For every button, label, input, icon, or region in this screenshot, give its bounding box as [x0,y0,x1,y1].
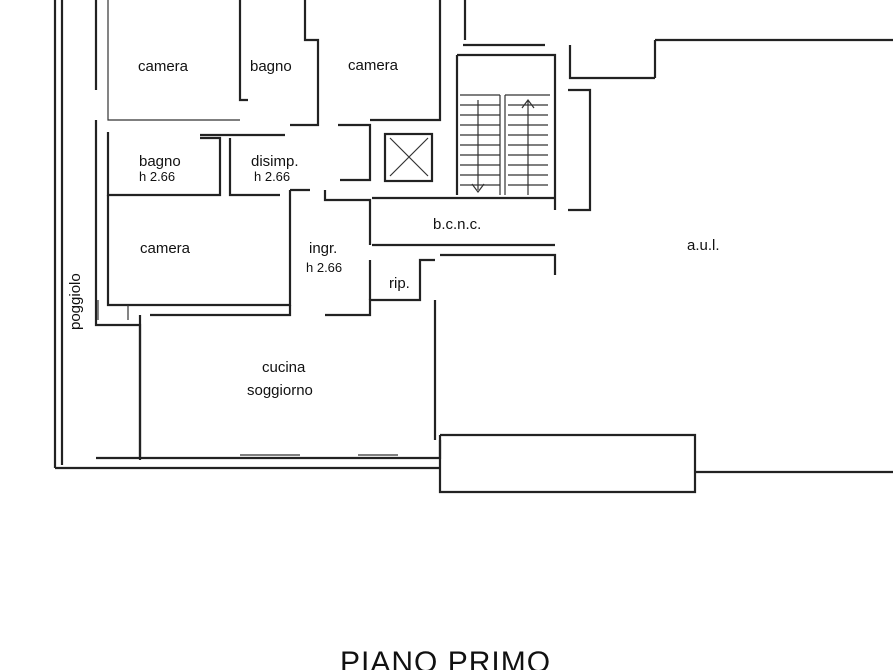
room-bcnc: b.c.n.c. [433,216,481,233]
room-disimp-height: h 2.66 [254,169,290,184]
room-ingr: ingr. [309,240,337,257]
aul-area [438,38,893,494]
room-poggiolo: poggiolo [67,273,84,330]
room-aul: a.u.l. [687,237,720,254]
room-camera-2: camera [348,57,399,74]
room-bagno-2: bagno [139,153,181,170]
room-camera-3: camera [140,240,191,257]
room-bagno-2-height: h 2.66 [139,169,175,184]
room-cucina: cucina [262,359,306,376]
stair-treads [460,95,548,195]
lift-shaft [383,132,434,183]
room-ingr-height: h 2.66 [306,260,342,275]
room-disimp: disimp. [251,153,299,170]
apartment-walls [53,0,442,470]
room-camera-1: camera [138,58,189,75]
stair-core [372,0,557,275]
plan-title: PIANO PRIMO [340,646,551,670]
room-soggiorno: soggiorno [247,382,313,399]
room-bagno-1: bagno [250,58,292,75]
room-rip: rip. [389,275,410,292]
